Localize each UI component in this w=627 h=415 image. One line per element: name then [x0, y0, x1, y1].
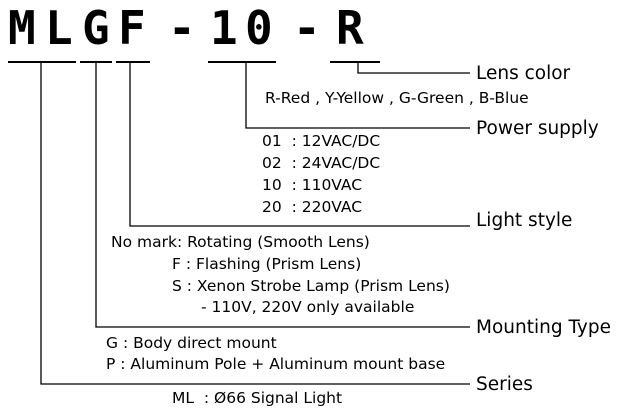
power-supply-title: Power supply [476, 118, 599, 139]
leader-lens-color [357, 62, 470, 74]
light-style-option-no-mark: No mark: Rotating (Smooth Lens) [111, 233, 370, 251]
mounting-type-option-g: G : Body direct mount [106, 334, 277, 352]
leader-mounting-type [95, 62, 470, 328]
code-dash-1: - [168, 1, 196, 55]
power-supply-option-02: 02 : 24VAC/DC [262, 154, 381, 172]
mounting-type-title: Mounting Type [476, 317, 611, 338]
lens-color-title: Lens color [476, 63, 571, 84]
light-style-option-f: F : Flashing (Prism Lens) [172, 255, 362, 273]
code-letter-g: G [82, 1, 110, 55]
light-style-note: - 110V, 220V only available [201, 298, 415, 316]
lens-color-option: R-Red , Y-Yellow , G-Green , B-Blue [265, 89, 529, 107]
power-supply-option-10: 10 : 110VAC [262, 176, 363, 194]
code-digit-0: 0 [245, 1, 273, 55]
leader-light-style [129, 62, 470, 227]
code-letter-r: R [336, 1, 364, 55]
power-supply-option-20: 20 : 220VAC [262, 198, 363, 216]
code-letter-l: L [45, 1, 73, 55]
code-letter-f: F [118, 1, 146, 55]
code-dash-2: - [293, 1, 321, 55]
code-digit-1: 1 [210, 1, 238, 55]
light-style-title: Light style [476, 210, 573, 231]
code-letter-m: M [8, 1, 36, 55]
leader-series [40, 62, 470, 385]
series-title: Series [476, 374, 533, 395]
leader-power-supply [245, 62, 470, 129]
power-supply-option-01: 01 : 12VAC/DC [262, 132, 381, 150]
mounting-type-option-p: P : Aluminum Pole + Aluminum mount base [106, 355, 446, 373]
series-option-ml: ML : Ø66 Signal Light [172, 389, 343, 407]
light-style-option-s: S : Xenon Strobe Lamp (Prism Lens) [172, 277, 450, 295]
